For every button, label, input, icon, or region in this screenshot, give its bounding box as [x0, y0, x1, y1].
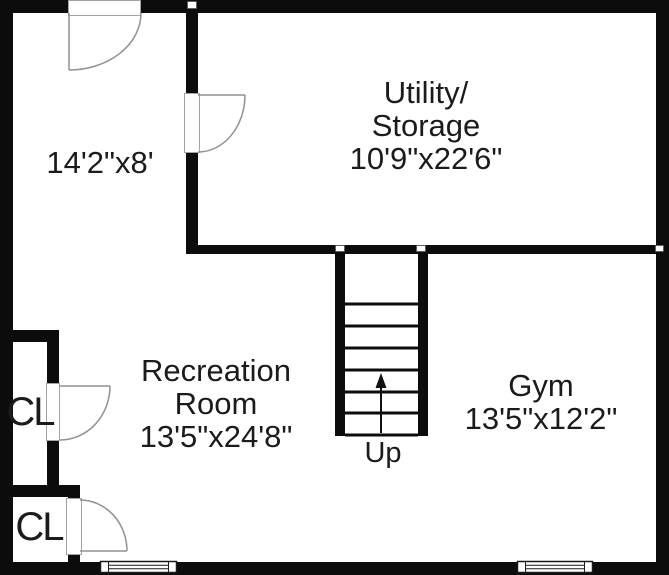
wall-closet-upper-top: [0, 330, 59, 342]
door-swing-arc: [197, 94, 246, 153]
room-label-bonus: 14'2"x8': [20, 146, 180, 179]
room-dims: 13'5"x24'8": [139, 419, 293, 454]
room-name: Utility/: [383, 75, 469, 110]
room-name: Gym: [508, 368, 574, 403]
room-dims: 14'2"x8': [46, 145, 154, 180]
wall-closet-lower-top: [0, 485, 80, 497]
room-dims: 13'5"x12'2": [464, 401, 618, 436]
door-panel-utility: [184, 93, 200, 153]
wall-outer-left: [0, 0, 13, 575]
room-label-gym: Gym 13'5"x12'2": [441, 369, 641, 435]
room-name: Room: [174, 386, 258, 421]
closet-label-upper: CL: [6, 390, 55, 434]
door-swing-arc: [68, 12, 142, 71]
door-swing-arc: [59, 385, 111, 441]
door-panel-closet-upper: [46, 383, 60, 441]
wall-interior-horizontal-utility: [186, 245, 669, 254]
stairs-up-label: Up: [364, 437, 402, 469]
up-arrow-icon: [375, 373, 387, 433]
stairs: [345, 302, 418, 437]
room-label-recreation: Recreation Room 13'5"x24'8": [116, 354, 316, 453]
door-swing-arc: [79, 499, 128, 552]
room-dims: 10'9"x22'6": [349, 141, 503, 176]
wall-outer-right: [656, 0, 669, 575]
wall-stairwell-left: [335, 253, 345, 436]
door-panel-entry-top: [68, 0, 141, 16]
room-name: Recreation: [141, 353, 291, 388]
door-panel-closet-lower: [66, 498, 82, 555]
room-name: Storage: [371, 108, 481, 143]
room-label-utility-storage: Utility/ Storage 10'9"x22'6": [326, 76, 526, 175]
closet-label-lower: CL: [15, 505, 64, 549]
wall-outer-top: [0, 0, 669, 13]
wall-stairwell-right: [418, 253, 428, 436]
wall-outer-bottom: [0, 562, 669, 575]
door-swings: [59, 12, 246, 552]
